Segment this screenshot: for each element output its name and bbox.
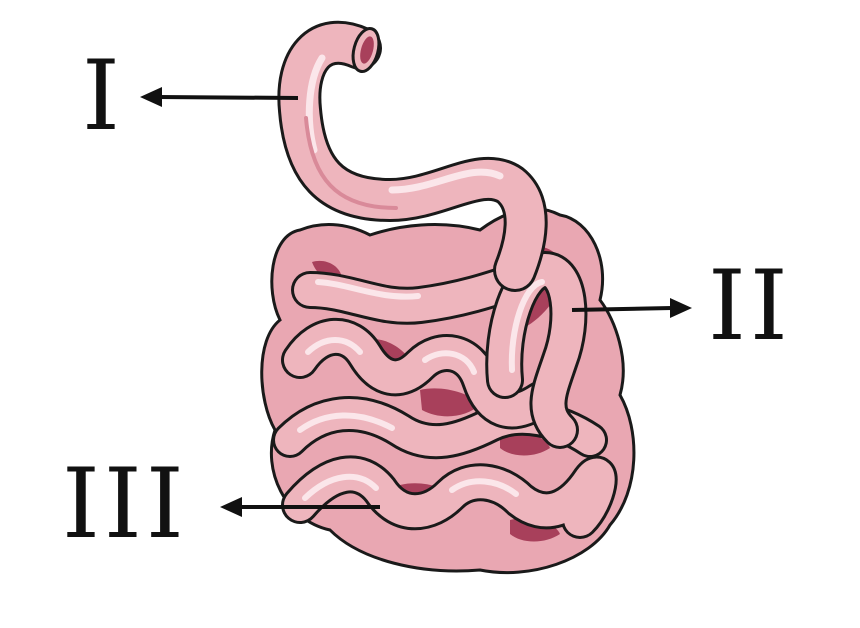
arrow-part-3 xyxy=(220,497,380,517)
middle-loops xyxy=(281,261,559,430)
arrow-part-2 xyxy=(571,298,692,318)
label-part-1: I xyxy=(82,40,124,152)
label-part-3: III xyxy=(62,448,188,560)
label-part-2: II xyxy=(708,250,792,362)
arrow-part-1 xyxy=(140,87,299,107)
right-loop xyxy=(485,251,588,449)
duodenum-tube xyxy=(277,20,548,292)
tube-opening xyxy=(351,27,381,73)
